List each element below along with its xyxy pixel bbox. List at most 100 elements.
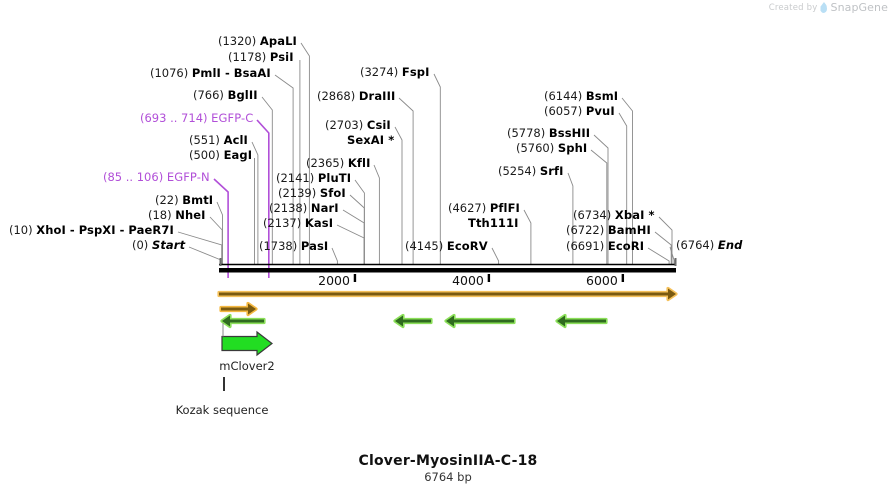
- enzyme-position: (2139): [278, 186, 317, 200]
- enzyme-name: End: [717, 238, 743, 252]
- enzyme-label-bmti[interactable]: (22) BmtI: [155, 194, 213, 206]
- feature-track-green-2[interactable]: [393, 313, 433, 329]
- enzyme-label-pasi[interactable]: (1738) PasI: [259, 240, 328, 252]
- enzyme-name: PflFI: [489, 201, 520, 215]
- enzyme-name: BglII: [227, 88, 258, 102]
- enzyme-label-egfpn[interactable]: (85 .. 106) EGFP-N: [103, 171, 210, 183]
- enzyme-name: Start: [151, 238, 186, 252]
- ruler-tick: [353, 274, 357, 282]
- enzyme-label-fspi[interactable]: (3274) FspI: [360, 66, 430, 78]
- leader-line: [331, 247, 338, 265]
- enzyme-name: EagI: [223, 148, 253, 162]
- feature-arrow-mclover2[interactable]: [221, 330, 273, 357]
- enzyme-label-tth111i[interactable]: Tth111I: [468, 217, 519, 229]
- enzyme-position: (766): [193, 88, 224, 102]
- enzyme-label-ecori[interactable]: (6691) EcoRI: [566, 240, 644, 252]
- enzyme-label-eagi[interactable]: (500) EagI: [189, 149, 252, 161]
- leader-line: [349, 194, 365, 265]
- enzyme-position: (4145): [405, 239, 444, 253]
- enzyme-position: (0): [132, 238, 149, 252]
- enzyme-label-bglii[interactable]: (766) BglII: [193, 89, 258, 101]
- enzyme-separator: -: [115, 223, 129, 237]
- feature-track-orange-long[interactable]: [217, 286, 678, 302]
- enzyme-label-start[interactable]: (0) Start: [132, 239, 185, 251]
- leader-line: [394, 126, 403, 265]
- ruler-tick: [487, 274, 491, 282]
- enzyme-position: (10): [9, 223, 33, 237]
- enzyme-label-acli[interactable]: (551) AclI: [189, 134, 248, 146]
- feature-arrows-group: [221, 323, 273, 391]
- enzyme-position: (3274): [360, 65, 399, 79]
- leader-line: [654, 231, 672, 265]
- enzyme-label-srfi[interactable]: (5254) SrfI: [498, 165, 564, 177]
- feature-track-green-1[interactable]: [220, 313, 266, 329]
- enzyme-label-xbai[interactable]: (6734) XbaI *: [573, 209, 655, 221]
- leader-line: [342, 209, 365, 265]
- enzyme-name: PasI: [300, 239, 329, 253]
- enzyme-position: (2138): [269, 201, 308, 215]
- leader-line: [256, 119, 270, 265]
- enzyme-position: (6734): [573, 208, 612, 222]
- enzyme-label-sphi[interactable]: (5760) SphI: [516, 142, 587, 154]
- leader-line: [336, 224, 365, 265]
- enzyme-name: SrfI: [539, 164, 564, 178]
- enzyme-label-draiii[interactable]: (2868) DraIII: [317, 90, 395, 102]
- enzyme-label-pluti[interactable]: (2141) PluTI: [276, 172, 351, 184]
- enzyme-label-nhei[interactable]: (18) NheI: [148, 209, 206, 221]
- enzyme-label-ecorv[interactable]: (4145) EcoRV: [405, 240, 488, 252]
- created-by-label: Created by: [768, 2, 818, 13]
- leader-line: [491, 247, 500, 265]
- enzyme-position: (1738): [259, 239, 298, 253]
- enzyme-name: NheI: [175, 208, 206, 222]
- enzyme-position: (5760): [516, 141, 555, 155]
- leader-line: [567, 172, 574, 265]
- enzyme-label-sexai[interactable]: SexAI *: [347, 134, 394, 146]
- enzyme-separator: -: [220, 66, 234, 80]
- leader-line: [209, 216, 223, 265]
- enzyme-label-bamhi[interactable]: (6722) BamHI: [566, 224, 651, 236]
- leader-line: [433, 73, 441, 265]
- enzyme-label-kasi[interactable]: (2137) KasI: [263, 217, 333, 229]
- enzyme-position: (1178): [228, 50, 267, 64]
- enzyme-position: (6764): [676, 238, 715, 252]
- leader-line: [669, 246, 675, 265]
- enzyme-label-apali[interactable]: (1320) ApaLI: [218, 35, 297, 47]
- backbone-group: [219, 258, 677, 273]
- enzyme-label-pvui[interactable]: (6057) PvuI: [544, 105, 615, 117]
- enzyme-label-xhoi[interactable]: (10) XhoI - PspXI - PaeR7I: [9, 224, 174, 236]
- track-arrow-core: [557, 315, 606, 327]
- feature-tick-kozak[interactable]: [223, 377, 225, 391]
- feature-track-green-4[interactable]: [555, 313, 608, 329]
- leader-line: [398, 97, 414, 265]
- enzyme-label-pflfi[interactable]: (4627) PflFI: [448, 202, 520, 214]
- enzyme-name: PsiI: [269, 50, 294, 64]
- feature-track-orange-short[interactable]: [219, 301, 258, 317]
- enzyme-label-pmli[interactable]: (1076) PmlI - BsaAI: [150, 67, 271, 79]
- enzyme-label-psii[interactable]: (1178) PsiI: [228, 51, 294, 63]
- enzyme-position: (551): [189, 133, 220, 147]
- leader-line: [523, 209, 532, 265]
- feature-track-green-3[interactable]: [444, 313, 516, 329]
- enzyme-label-csii[interactable]: (2703) CsiI: [325, 119, 391, 131]
- enzyme-name: KasI: [304, 216, 334, 230]
- enzyme-label-sfoi[interactable]: (2139) SfoI: [278, 187, 346, 199]
- enzyme-name: BssHII: [548, 126, 591, 140]
- enzyme-label-bsshii[interactable]: (5778) BssHII: [507, 127, 590, 139]
- enzyme-position: (693 .. 714): [140, 111, 208, 125]
- leader-line: [373, 164, 380, 265]
- enzyme-name: NarI: [310, 201, 339, 215]
- enzyme-label-end[interactable]: (6764) End: [676, 239, 742, 251]
- leader-line: [590, 149, 608, 265]
- leader-line: [251, 141, 259, 265]
- enzyme-position: (1076): [150, 66, 189, 80]
- enzyme-label-kfli[interactable]: (2365) KflI: [306, 157, 370, 169]
- enzyme-label-egfpc[interactable]: (693 .. 714) EGFP-C: [140, 112, 253, 124]
- enzyme-label-nari[interactable]: (2138) NarI: [269, 202, 339, 214]
- ruler-tick-label: 4000: [452, 273, 484, 288]
- track-arrow-core: [446, 315, 514, 327]
- enzyme-name: SfoI: [319, 186, 346, 200]
- enzyme-name: FspI: [401, 65, 430, 79]
- enzyme-label-bsmi[interactable]: (6144) BsmI: [544, 90, 618, 102]
